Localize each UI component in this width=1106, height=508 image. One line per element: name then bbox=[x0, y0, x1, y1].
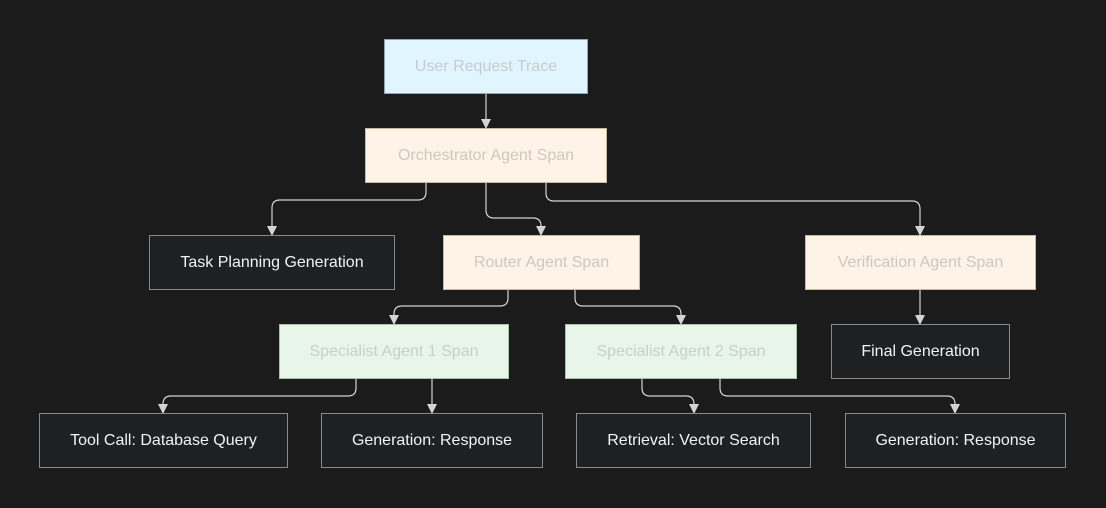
edge-router-to-specialist-1 bbox=[389, 290, 509, 325]
edge-specialist-2-to-generation bbox=[719, 378, 960, 414]
edge-orchestrator-to-router bbox=[485, 183, 546, 236]
node-retrieval-vector-search: Retrieval: Vector Search bbox=[576, 413, 811, 468]
node-router-agent-span: Router Agent Span bbox=[443, 235, 640, 290]
node-final-generation: Final Generation bbox=[831, 324, 1010, 379]
node-verification-agent-span: Verification Agent Span bbox=[805, 235, 1036, 290]
edge-orchestrator-to-task-planning bbox=[267, 183, 427, 236]
edge-specialist-2-to-retrieval bbox=[641, 378, 699, 414]
node-generation-response-2: Generation: Response bbox=[845, 413, 1066, 468]
node-specialist-agent-1-span: Specialist Agent 1 Span bbox=[279, 324, 509, 379]
edge-router-to-specialist-2 bbox=[574, 290, 686, 325]
node-orchestrator-agent-span: Orchestrator Agent Span bbox=[365, 128, 607, 183]
edge-specialist-1-to-tool-call bbox=[158, 378, 357, 414]
node-specialist-agent-2-span: Specialist Agent 2 Span bbox=[565, 324, 797, 379]
edge-orchestrator-to-verification bbox=[545, 183, 925, 236]
node-generation-response-1: Generation: Response bbox=[321, 413, 543, 468]
node-tool-call-database-query: Tool Call: Database Query bbox=[39, 413, 288, 468]
node-task-planning-generation: Task Planning Generation bbox=[149, 235, 395, 290]
node-user-request-trace: User Request Trace bbox=[384, 39, 588, 94]
